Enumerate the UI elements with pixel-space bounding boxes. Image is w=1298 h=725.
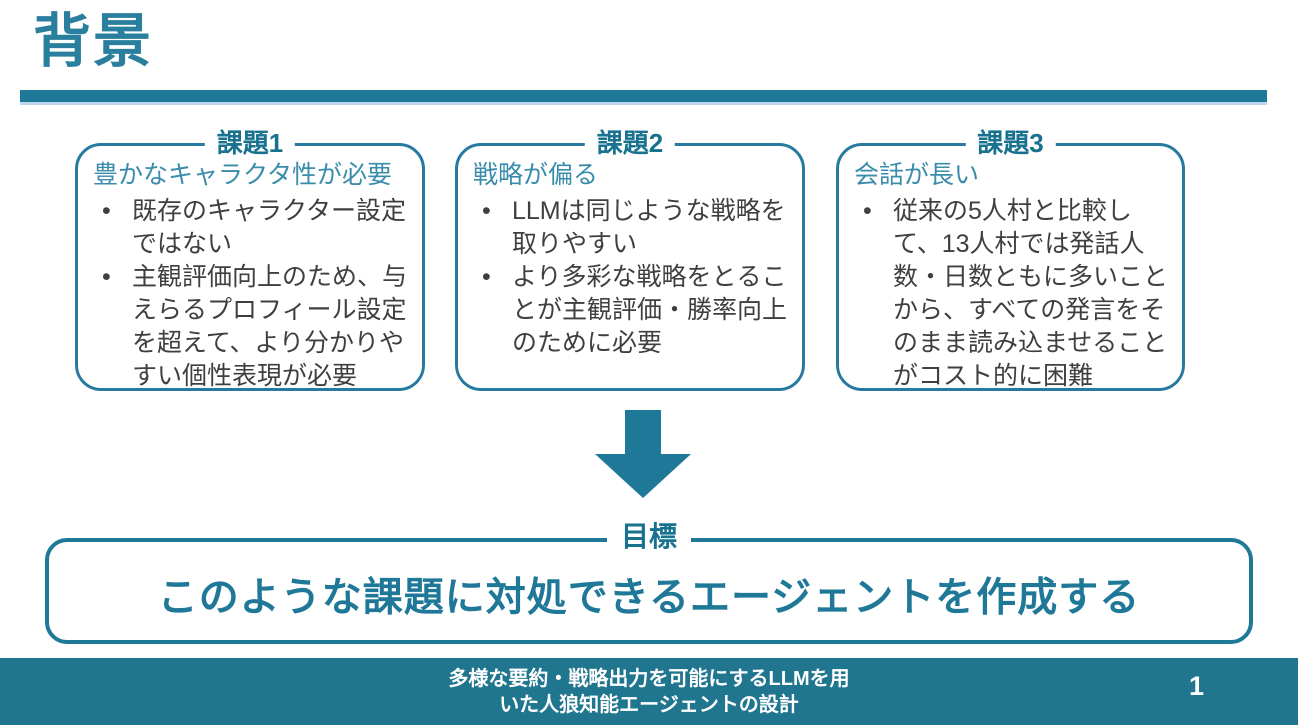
bullet-item: 主観評価向上のため、与えらるプロフィール設定を超えて、より分かりやすい個性表現が… [92, 261, 414, 393]
footer-bar: 多様な要約・戦略出力を可能にするLLMを用 いた人狼知能エージェントの設計 1 [0, 658, 1298, 725]
issue-1-heading: 豊かなキャラクタ性が必要 [93, 161, 393, 189]
goal-label: 目標 [606, 520, 692, 554]
footer-title: 多様な要約・戦略出力を可能にするLLMを用 いた人狼知能エージェントの設計 [0, 666, 1298, 718]
page-number: 1 [1188, 671, 1204, 701]
footer-title-line1: 多様な要約・戦略出力を可能にするLLMを用 [448, 668, 850, 690]
issue-box-2: 課題2 戦略が偏る LLMは同じような戦略を取りやすい より多彩な戦略をとること… [455, 127, 805, 391]
issue-3-heading: 会話が長い [854, 161, 980, 189]
issue-2-bullet-list: LLMは同じような戦略を取りやすい より多彩な戦略をとることが主観評価・勝率向上… [472, 195, 794, 360]
issue-3-bullet-list: 従来の5人村と比較して、13人村では発話人数・日数ともに多いことから、すべての発… [853, 195, 1174, 393]
goal-text: このような課題に対処できるエージェントを作成する [157, 575, 1141, 620]
bullet-item: 従来の5人村と比較して、13人村では発話人数・日数ともに多いことから、すべての発… [853, 195, 1174, 393]
title-underline-accent [20, 102, 1267, 105]
bullet-item: LLMは同じような戦略を取りやすい [472, 195, 794, 261]
issue-box-3: 課題3 会話が長い 従来の5人村と比較して、13人村では発話人数・日数ともに多い… [836, 127, 1185, 393]
issue-1-label: 課題1 [204, 127, 296, 160]
issue-2-heading: 戦略が偏る [473, 161, 599, 189]
issue-3-label: 課題3 [965, 127, 1056, 160]
title-underline [20, 90, 1267, 102]
issue-box-1: 課題1 豊かなキャラクタ性が必要 既存のキャラクター設定ではない 主観評価向上の… [75, 127, 425, 393]
down-arrow-icon [595, 410, 691, 498]
bullet-item: 既存のキャラクター設定ではない [92, 195, 414, 261]
bullet-item: より多彩な戦略をとることが主観評価・勝率向上のために必要 [472, 261, 794, 360]
issue-1-bullet-list: 既存のキャラクター設定ではない 主観評価向上のため、与えらるプロフィール設定を超… [92, 195, 414, 393]
goal-box: 目標 このような課題に対処できるエージェントを作成する [45, 520, 1253, 644]
issue-2-label: 課題2 [584, 127, 676, 160]
footer-title-line2: いた人狼知能エージェントの設計 [499, 694, 799, 716]
page-title: 背景 [33, 9, 154, 74]
